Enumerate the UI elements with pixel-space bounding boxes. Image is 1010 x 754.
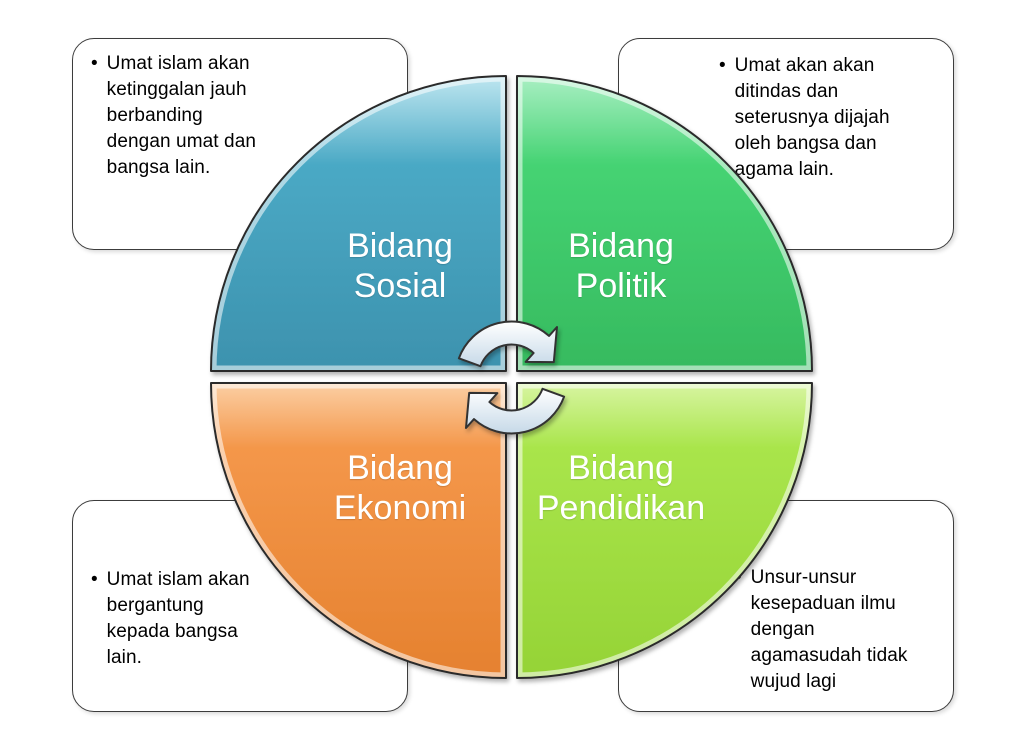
cycle-arrows-icon	[457, 320, 566, 435]
callout-sosial-item: • Umat islam akan ketinggalan jauh berba…	[91, 51, 395, 181]
callout-sosial: • Umat islam akan ketinggalan jauh berba…	[72, 38, 408, 250]
callout-sosial-text: Umat islam akan ketinggalan jauh berband…	[106, 53, 257, 178]
callout-ekonomi-item: • Umat islam akan bergantung kepada bang…	[91, 567, 395, 671]
callout-pendidikan-text: Unsur-unsur kesepaduan ilmu dengan agama…	[750, 567, 908, 692]
cycle-arrow-top	[457, 320, 558, 368]
callout-pendidikan: • Unsur-unsur kesepaduan ilmu dengan aga…	[618, 500, 954, 712]
callout-politik: • Umat akan akan ditindas dan seterusnya…	[618, 38, 954, 250]
callout-politik-item: • Umat akan akan ditindas dan seterusnya…	[719, 53, 947, 183]
quadrant-label-pendidikan: Bidang Pendidikan	[536, 449, 706, 527]
callout-politik-text: Umat akan akan ditindas dan seterusnya d…	[734, 55, 890, 180]
callout-ekonomi: • Umat islam akan bergantung kepada bang…	[72, 500, 408, 712]
cycle-arrow-bottom	[465, 387, 566, 435]
quadrant-label-ekonomi: Bidang Ekonomi	[333, 449, 467, 527]
bullet-marker: •	[719, 55, 726, 76]
quadrant-label-politik: Bidang Politik	[568, 227, 674, 305]
bullet-marker: •	[91, 53, 98, 74]
bullet-marker: •	[91, 569, 98, 590]
quadrant-label-sosial: Bidang Sosial	[347, 227, 453, 305]
callout-ekonomi-text: Umat islam akan bergantung kepada bangsa…	[106, 569, 250, 668]
bullet-marker: •	[735, 567, 742, 588]
callout-pendidikan-item: • Unsur-unsur kesepaduan ilmu dengan aga…	[735, 565, 949, 695]
